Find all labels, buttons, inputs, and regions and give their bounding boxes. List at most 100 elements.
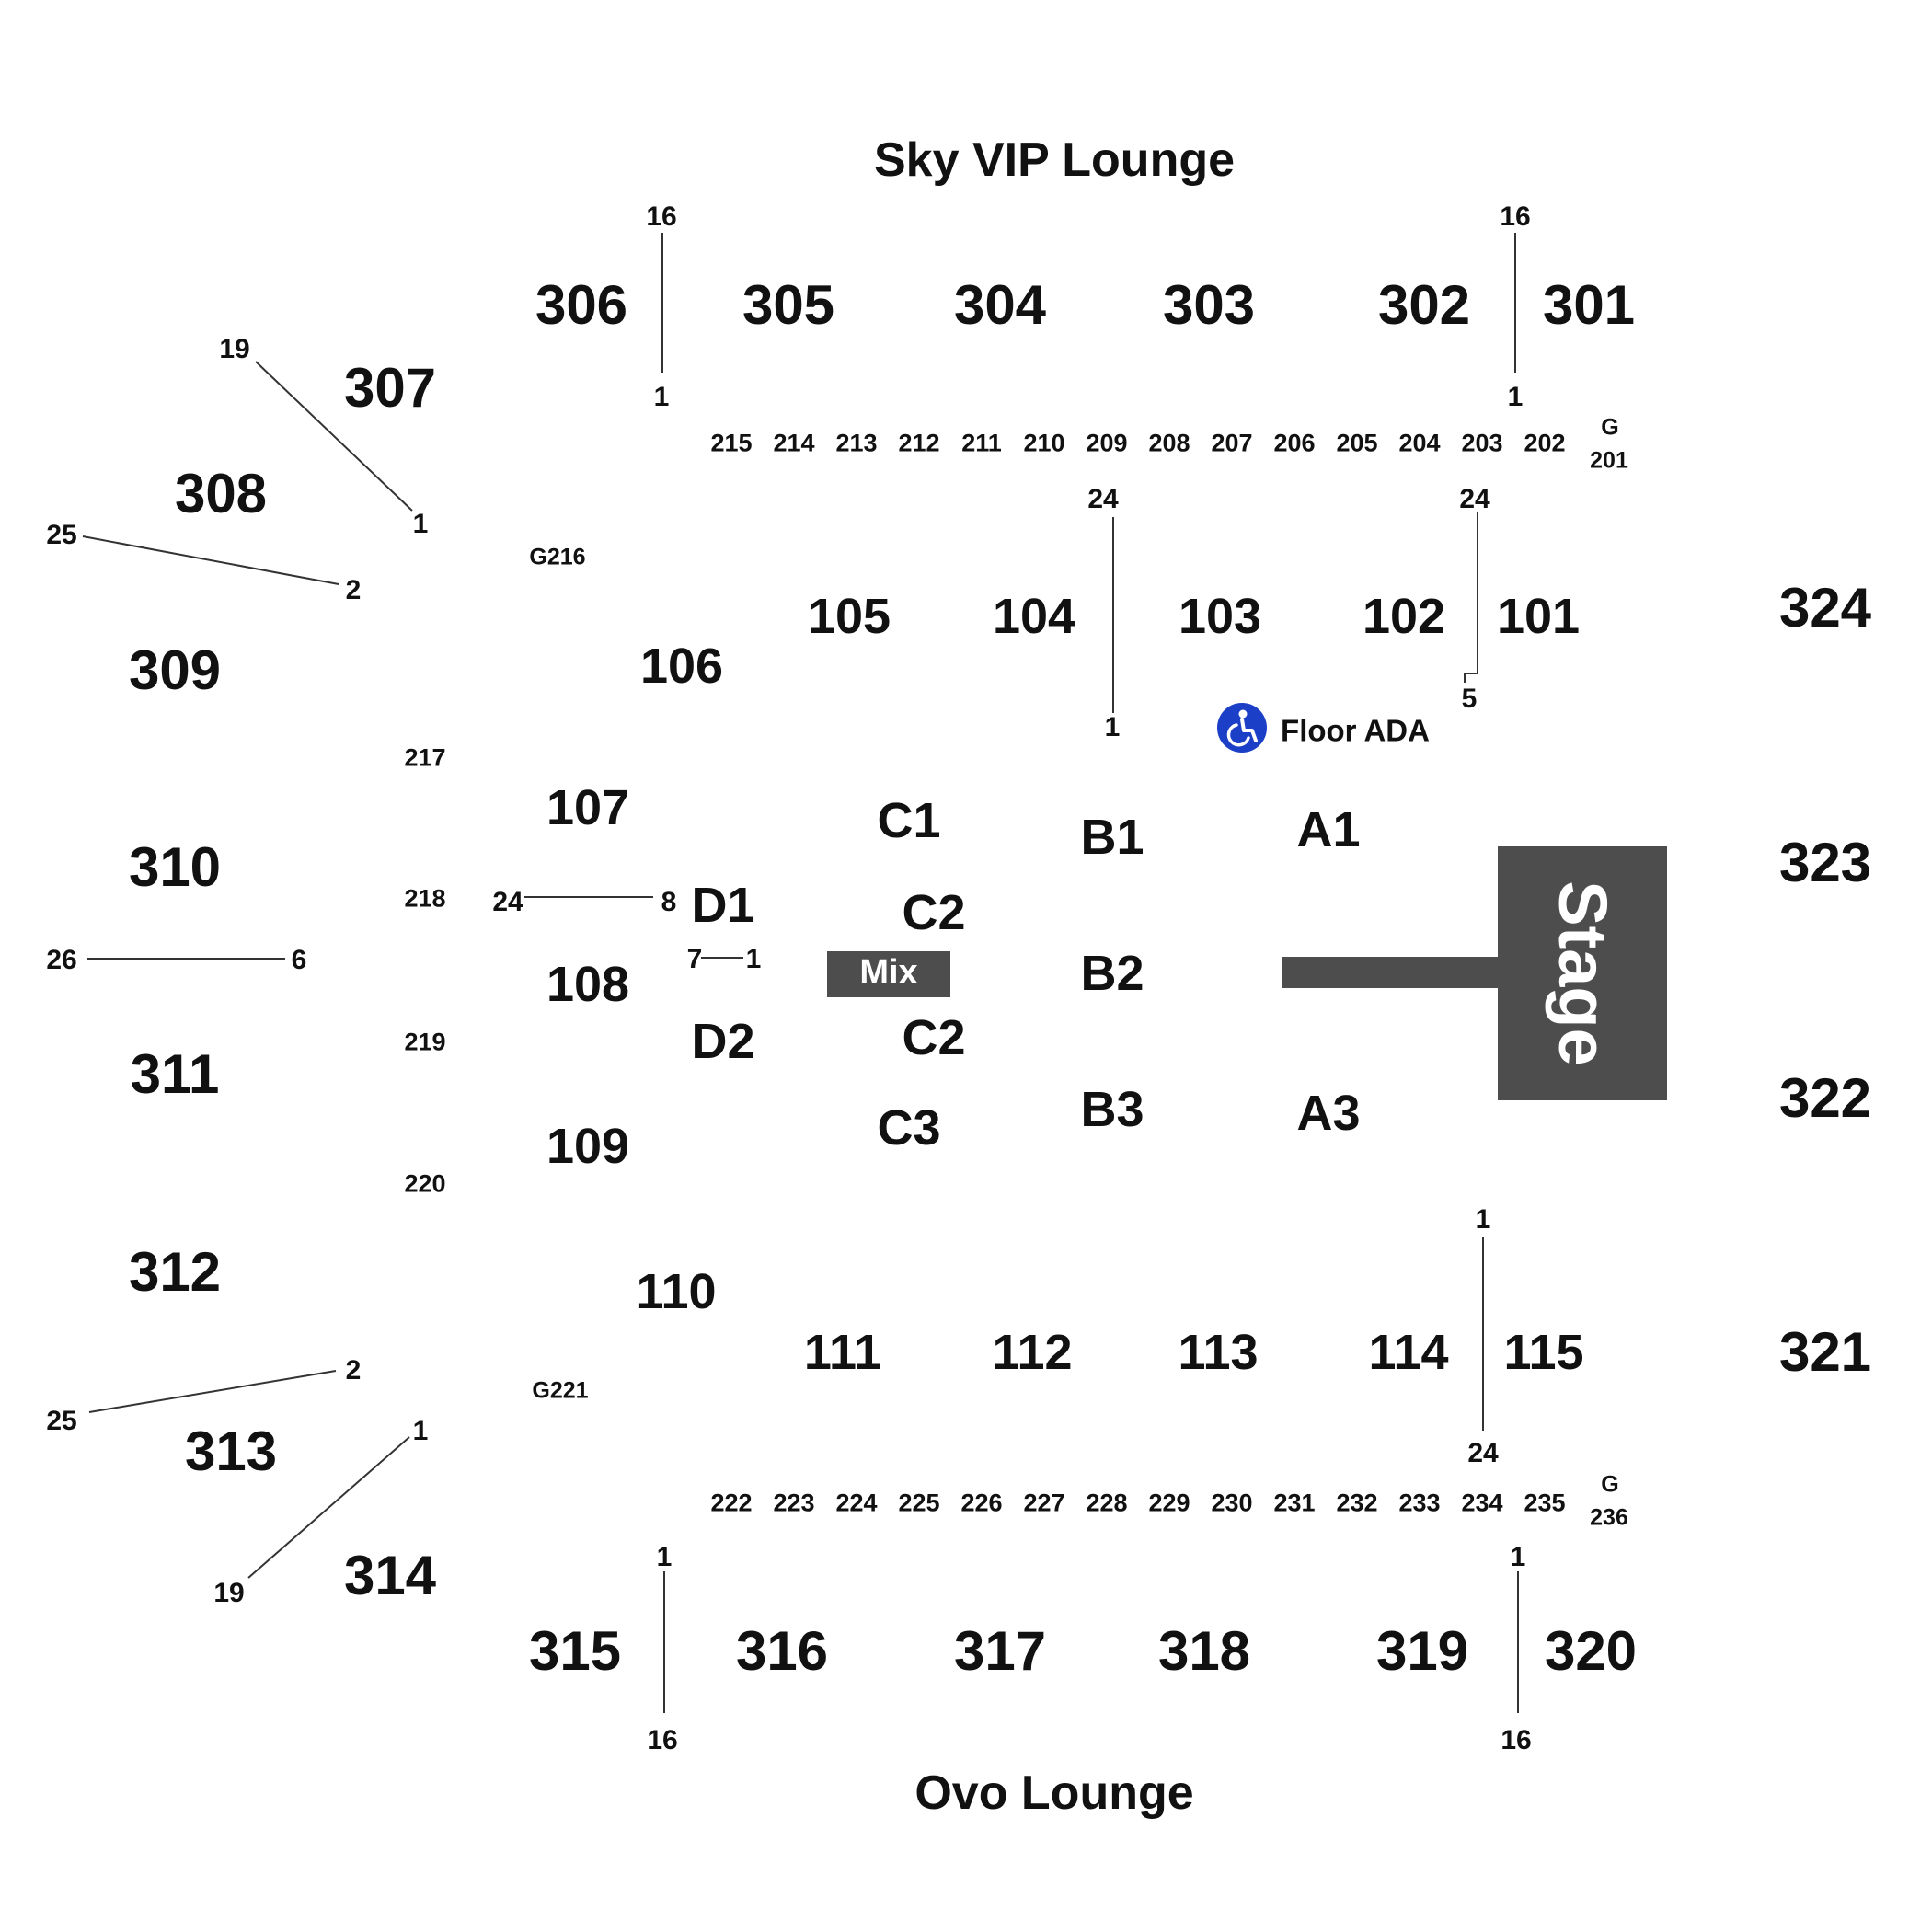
section-c2-upper[interactable]: C2	[902, 885, 966, 940]
section-226[interactable]: 226	[960, 1489, 1003, 1517]
section-306[interactable]: 306	[535, 274, 628, 336]
row-label: 25	[46, 520, 77, 550]
section-233[interactable]: 233	[1398, 1489, 1441, 1517]
section-105[interactable]: 105	[807, 589, 891, 644]
section-b1[interactable]: B1	[1080, 810, 1144, 865]
section-d1[interactable]: D1	[691, 878, 755, 933]
section-310[interactable]: 310	[128, 836, 222, 898]
section-209[interactable]: 209	[1086, 429, 1128, 457]
section-308[interactable]: 308	[174, 463, 268, 524]
section-101[interactable]: 101	[1496, 589, 1581, 644]
section-302[interactable]: 302	[1377, 274, 1471, 336]
row-label: 1	[745, 944, 762, 974]
section-c1[interactable]: C1	[877, 793, 941, 848]
section-218[interactable]: 218	[404, 884, 446, 913]
section-321[interactable]: 321	[1778, 1321, 1872, 1383]
section-110[interactable]: 110	[636, 1264, 717, 1319]
section-207[interactable]: 207	[1211, 429, 1253, 457]
row-line-314	[247, 1436, 410, 1579]
section-b3[interactable]: B3	[1080, 1082, 1144, 1137]
section-307[interactable]: 307	[343, 357, 437, 419]
section-305[interactable]: 305	[742, 274, 835, 336]
section-211[interactable]: 211	[961, 429, 1002, 457]
section-230[interactable]: 230	[1211, 1489, 1253, 1517]
section-311[interactable]: 311	[130, 1043, 220, 1105]
section-102[interactable]: 102	[1362, 589, 1446, 644]
section-312[interactable]: 312	[128, 1241, 222, 1303]
section-323[interactable]: 323	[1778, 832, 1872, 893]
section-227[interactable]: 227	[1023, 1489, 1065, 1517]
section-318[interactable]: 318	[1157, 1620, 1251, 1682]
section-g216[interactable]: G216	[529, 544, 586, 570]
section-231[interactable]: 231	[1273, 1489, 1316, 1517]
section-g221[interactable]: G221	[532, 1377, 589, 1404]
section-104[interactable]: 104	[992, 589, 1076, 644]
section-303[interactable]: 303	[1162, 274, 1256, 336]
section-g-bottom-letter[interactable]: G	[1601, 1471, 1619, 1498]
row-label: 24	[1467, 1438, 1499, 1468]
section-115[interactable]: 115	[1503, 1325, 1584, 1380]
section-c2-lower[interactable]: C2	[902, 1010, 966, 1065]
section-201[interactable]: 201	[1590, 447, 1628, 474]
section-204[interactable]: 204	[1398, 429, 1441, 457]
section-103[interactable]: 103	[1178, 589, 1262, 644]
section-234[interactable]: 234	[1461, 1489, 1503, 1517]
section-315[interactable]: 315	[528, 1620, 622, 1682]
row-label: 1	[1104, 712, 1121, 742]
section-236[interactable]: 236	[1590, 1504, 1628, 1531]
row-label: 24	[1459, 484, 1490, 514]
section-301[interactable]: 301	[1542, 274, 1636, 336]
row-label: 24	[492, 887, 523, 917]
section-202[interactable]: 202	[1524, 429, 1566, 457]
section-324[interactable]: 324	[1778, 577, 1872, 638]
section-222[interactable]: 222	[710, 1489, 753, 1517]
section-213[interactable]: 213	[835, 429, 878, 457]
section-232[interactable]: 232	[1336, 1489, 1378, 1517]
section-g-top-letter[interactable]: G	[1601, 414, 1619, 441]
section-113[interactable]: 113	[1178, 1325, 1259, 1380]
section-219[interactable]: 219	[404, 1028, 446, 1056]
section-111[interactable]: 111	[803, 1325, 882, 1380]
section-205[interactable]: 205	[1336, 429, 1378, 457]
ovo-lounge[interactable]: Ovo Lounge	[914, 1766, 1194, 1820]
section-108[interactable]: 108	[546, 957, 630, 1012]
section-208[interactable]: 208	[1148, 429, 1190, 457]
stage[interactable]	[1498, 846, 1667, 1100]
section-225[interactable]: 225	[898, 1489, 940, 1517]
section-203[interactable]: 203	[1461, 429, 1503, 457]
section-210[interactable]: 210	[1023, 429, 1065, 457]
row-label: 1	[1475, 1204, 1491, 1235]
section-309[interactable]: 309	[128, 639, 222, 701]
section-206[interactable]: 206	[1273, 429, 1316, 457]
section-212[interactable]: 212	[898, 429, 940, 457]
section-322[interactable]: 322	[1778, 1067, 1872, 1129]
section-c3[interactable]: C3	[877, 1100, 941, 1156]
section-106[interactable]: 106	[639, 638, 724, 694]
section-304[interactable]: 304	[953, 274, 1047, 336]
section-319[interactable]: 319	[1375, 1620, 1469, 1682]
section-114[interactable]: 114	[1368, 1325, 1449, 1380]
section-224[interactable]: 224	[835, 1489, 878, 1517]
section-228[interactable]: 228	[1086, 1489, 1128, 1517]
section-a1[interactable]: A1	[1296, 802, 1361, 857]
section-217[interactable]: 217	[404, 743, 446, 772]
section-109[interactable]: 109	[546, 1119, 630, 1174]
section-313[interactable]: 313	[184, 1420, 278, 1482]
sky-vip-lounge[interactable]: Sky VIP Lounge	[873, 133, 1236, 187]
section-220[interactable]: 220	[404, 1169, 446, 1198]
section-229[interactable]: 229	[1148, 1489, 1190, 1517]
section-215[interactable]: 215	[710, 429, 753, 457]
section-235[interactable]: 235	[1524, 1489, 1566, 1517]
floor-ada-label[interactable]: Floor ADA	[1281, 713, 1430, 748]
section-b2[interactable]: B2	[1080, 946, 1144, 1001]
section-223[interactable]: 223	[773, 1489, 815, 1517]
section-314[interactable]: 314	[343, 1545, 437, 1606]
section-316[interactable]: 316	[735, 1620, 829, 1682]
section-317[interactable]: 317	[953, 1620, 1047, 1682]
section-214[interactable]: 214	[773, 429, 815, 457]
section-a3[interactable]: A3	[1296, 1086, 1361, 1141]
section-320[interactable]: 320	[1544, 1620, 1638, 1682]
section-112[interactable]: 112	[992, 1325, 1073, 1380]
section-107[interactable]: 107	[546, 780, 630, 835]
section-d2[interactable]: D2	[691, 1014, 755, 1069]
